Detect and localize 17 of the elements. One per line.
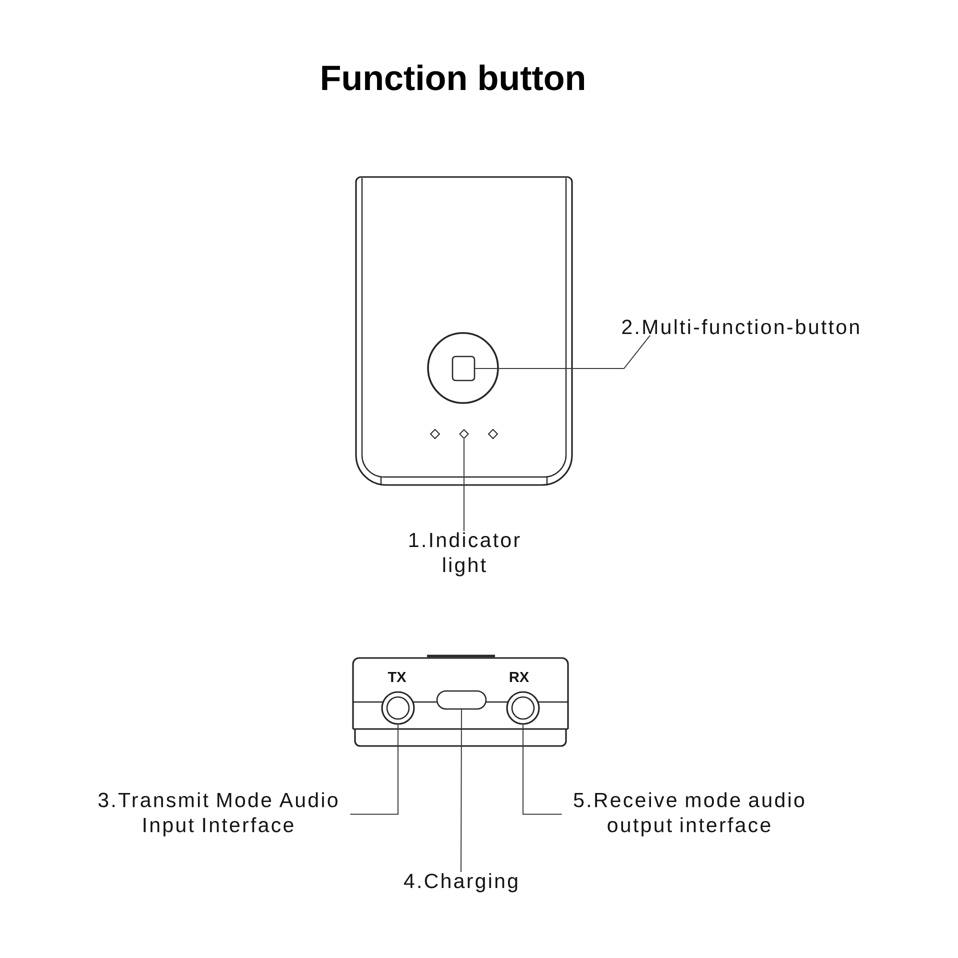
callout-label: 1.Indicator light (410, 532, 520, 576)
charging-port (436, 690, 487, 710)
audio-jack (381, 691, 415, 725)
audio-jack (506, 691, 540, 725)
port-label: RX (510, 672, 529, 682)
title: Function button (322, 64, 584, 90)
indicator-diamond (459, 429, 469, 439)
leader-line (460, 709, 462, 872)
port-label: TX (388, 672, 406, 682)
callout-label: 3.Transmit Mode Audio Input Interface (98, 792, 338, 836)
square-button (452, 356, 476, 382)
leader-line (350, 724, 398, 815)
callout-label: 4.Charging (404, 873, 518, 892)
leader-line (474, 334, 650, 369)
callout-label: 2.Multi-function-button (622, 319, 859, 334)
leader-line (522, 724, 562, 815)
callout-label: 5.Receive mode audio output interface (574, 792, 804, 836)
